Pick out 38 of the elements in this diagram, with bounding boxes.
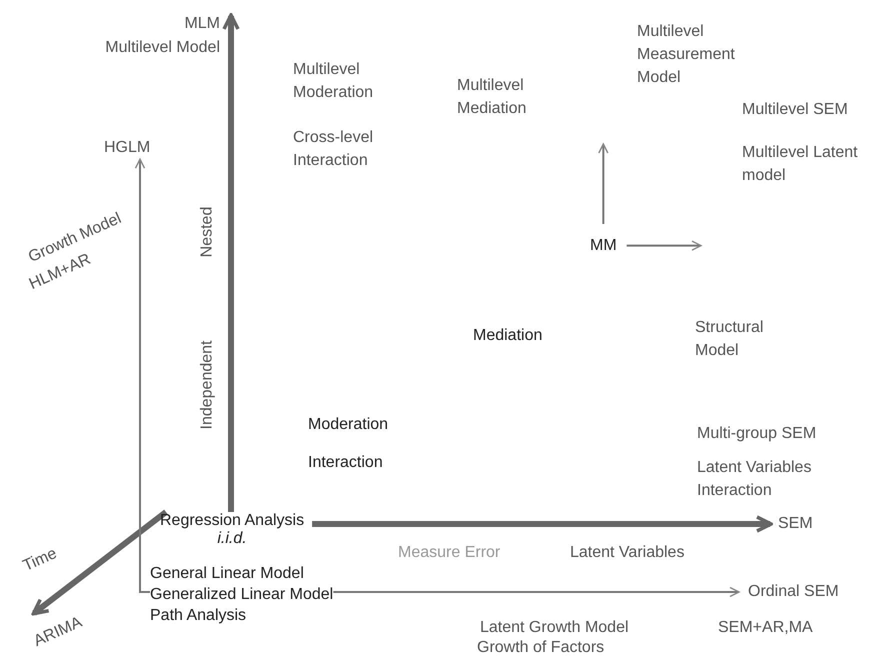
term-label: SEM+AR,MA — [718, 618, 813, 638]
term-text: Path Analysis — [150, 606, 248, 626]
term-label: Time — [20, 544, 60, 577]
axis-label: Independent — [197, 340, 216, 430]
term-label: Latent Variables Interaction — [697, 458, 812, 502]
term-label: Multilevel Mediation — [457, 76, 528, 120]
arrow — [312, 515, 773, 533]
term-text: Ordinal SEM — [748, 582, 839, 602]
arrow — [598, 143, 609, 224]
term-label: Latent Growth Model — [480, 618, 629, 638]
term-text: MLM — [183, 14, 220, 34]
term-label: Multilevel Latent model — [742, 143, 859, 186]
term-text: General Linear Model — [150, 564, 305, 584]
arrow — [333, 586, 740, 598]
arrow — [134, 158, 150, 593]
arrow — [222, 13, 240, 512]
term-label: Latent Variables — [570, 543, 684, 563]
term-label: Moderation — [308, 415, 388, 435]
assumption-text: i.i.d. — [216, 530, 248, 549]
term-label: Structural Model — [695, 318, 764, 362]
axis-label: Nested — [197, 206, 216, 258]
term-label: Multilevel Measurement Model — [637, 22, 736, 88]
term-text: Regression Analysis — [160, 512, 304, 530]
term-text: HGLM — [104, 138, 150, 158]
term-label: Cross-level Interaction — [293, 128, 374, 172]
term-label: Interaction — [308, 453, 383, 473]
term-label: Mediation — [473, 326, 542, 346]
term-text: MM — [590, 236, 617, 256]
arrow — [626, 240, 702, 251]
term-text: SEM — [778, 514, 813, 534]
term-label: Multi-group SEM — [697, 424, 816, 444]
term-text: Multilevel Model — [104, 38, 220, 58]
term-text: Generalized Linear Model — [150, 584, 334, 605]
term-label: Growth of Factors — [477, 638, 604, 658]
term-label: Multilevel SEM — [742, 100, 849, 120]
term-label: Measure Error — [398, 543, 500, 563]
arrow — [32, 510, 168, 616]
term-label: Multilevel Moderation — [293, 60, 374, 104]
